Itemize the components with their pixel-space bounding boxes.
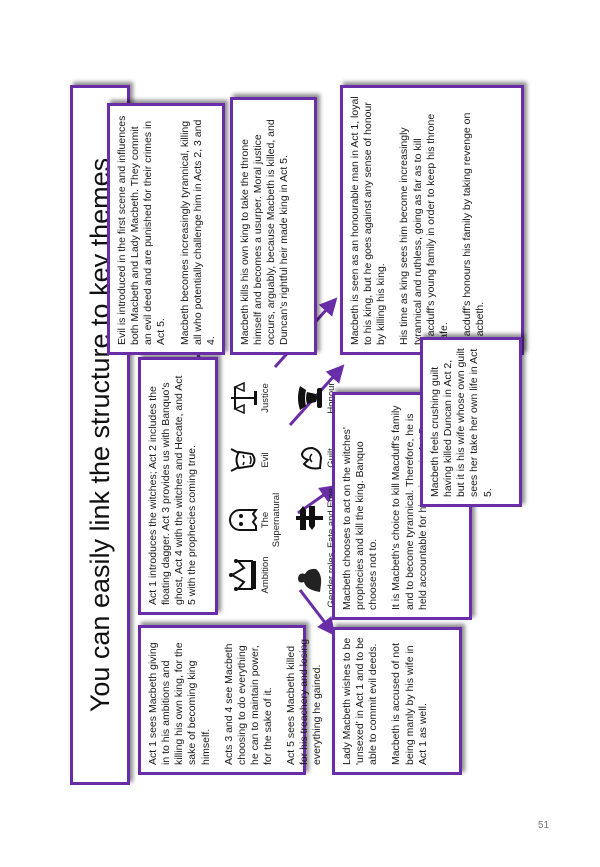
box-ambition: Act 1 sees Macbeth giving in to his ambi… [138, 625, 323, 775]
devil-mask-icon [230, 448, 256, 472]
crown-icon [229, 559, 256, 591]
box-guilt: Macbeth feels crushing guilt having kill… [420, 337, 522, 507]
box-supernatural: Act 1 introduces the witches; Act 2 incl… [138, 357, 218, 615]
box-justice: Macbeth kills his own king to take the t… [230, 97, 317, 355]
pedestal-icon [298, 386, 322, 410]
signpost-icon [296, 506, 323, 530]
muscle-arm-icon [298, 568, 322, 592]
theme-honour: Honour [294, 363, 337, 433]
theme-supernatural: The Supernatural [228, 485, 282, 555]
theme-fate: Fate and Free Will [294, 483, 348, 553]
ghost-icon [229, 509, 258, 531]
page-number: 51 [538, 820, 550, 831]
box-gender: Lady Macbeth wishes to be 'unsexed' in A… [332, 627, 462, 775]
scales-icon [231, 382, 257, 414]
theme-guilt: Guilt [294, 423, 337, 493]
box-evil: Evil is introduced in the first scene an… [107, 103, 225, 355]
box-honour: Macbeth is seen as an honourable man in … [340, 85, 524, 355]
theme-gender: Gender roles [294, 545, 337, 615]
theme-justice: Justice [228, 363, 271, 433]
theme-ambition: Ambition [228, 540, 271, 610]
landscape-page: You can easily link the structure to key… [70, 85, 530, 785]
theme-evil: Evil [228, 425, 271, 495]
hands-icon [300, 446, 323, 470]
